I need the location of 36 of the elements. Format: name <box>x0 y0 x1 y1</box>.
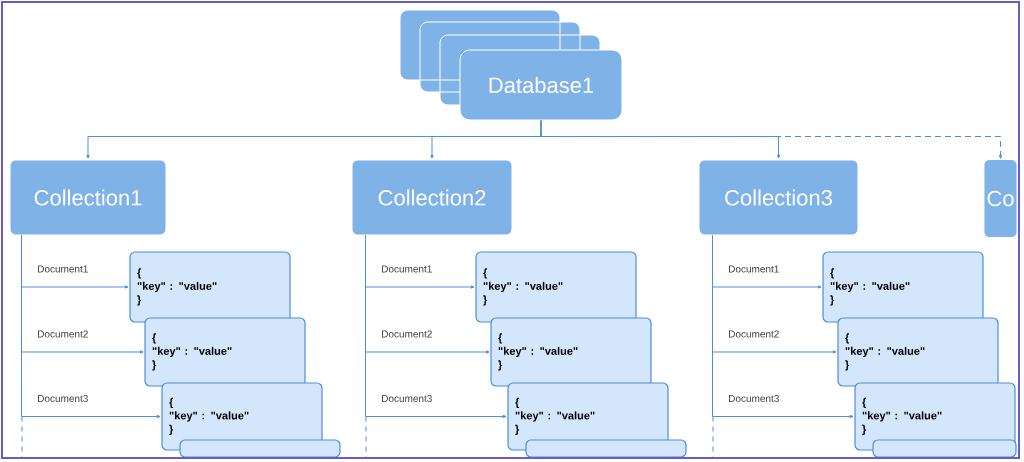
edge-label: Document3 <box>727 393 781 404</box>
edge-label: Document3 <box>380 393 434 404</box>
document-card <box>872 439 1017 458</box>
document-card: { "key" : "value" } <box>837 317 999 387</box>
edge-label: Document1 <box>36 264 90 274</box>
database-box: Database1 <box>459 49 623 121</box>
node-label: } <box>862 424 867 436</box>
node-label: { <box>169 397 174 409</box>
edge-label: Document2 <box>380 329 434 339</box>
document-card <box>179 439 341 458</box>
node-label: } <box>169 424 174 436</box>
collection-box: Co <box>984 160 1017 237</box>
collection-box: Collection1 <box>9 159 167 236</box>
document-card: { "key" : "value" } <box>475 251 637 323</box>
document-card: { "key" : "value" } <box>129 251 291 323</box>
document-card: { "key" : "value" } <box>490 317 652 387</box>
node-label: { <box>515 397 520 409</box>
edge-label: Document2 <box>727 329 781 339</box>
document-card: { "key" : "value" } <box>822 251 984 323</box>
node-label: "key" : "value" <box>515 411 595 422</box>
arrow <box>712 235 854 419</box>
collection-box: Collection2 <box>351 159 513 236</box>
node-label: "key" : "value" <box>169 411 249 422</box>
edge-label: Document2 <box>36 329 90 339</box>
node-label: } <box>515 424 520 436</box>
document-card: { "key" : "value" } <box>144 317 306 387</box>
node-label: "key" : "value" <box>862 411 942 422</box>
edge-label: Document1 <box>380 264 434 274</box>
collection-box: Collection3 <box>698 159 859 236</box>
arrow <box>21 235 161 419</box>
arrow <box>540 120 1003 159</box>
edge-label: Document1 <box>727 264 781 274</box>
arrow <box>365 235 507 419</box>
edge-label: Document3 <box>36 393 90 404</box>
document-card <box>525 439 687 458</box>
node-label: { <box>862 397 867 409</box>
